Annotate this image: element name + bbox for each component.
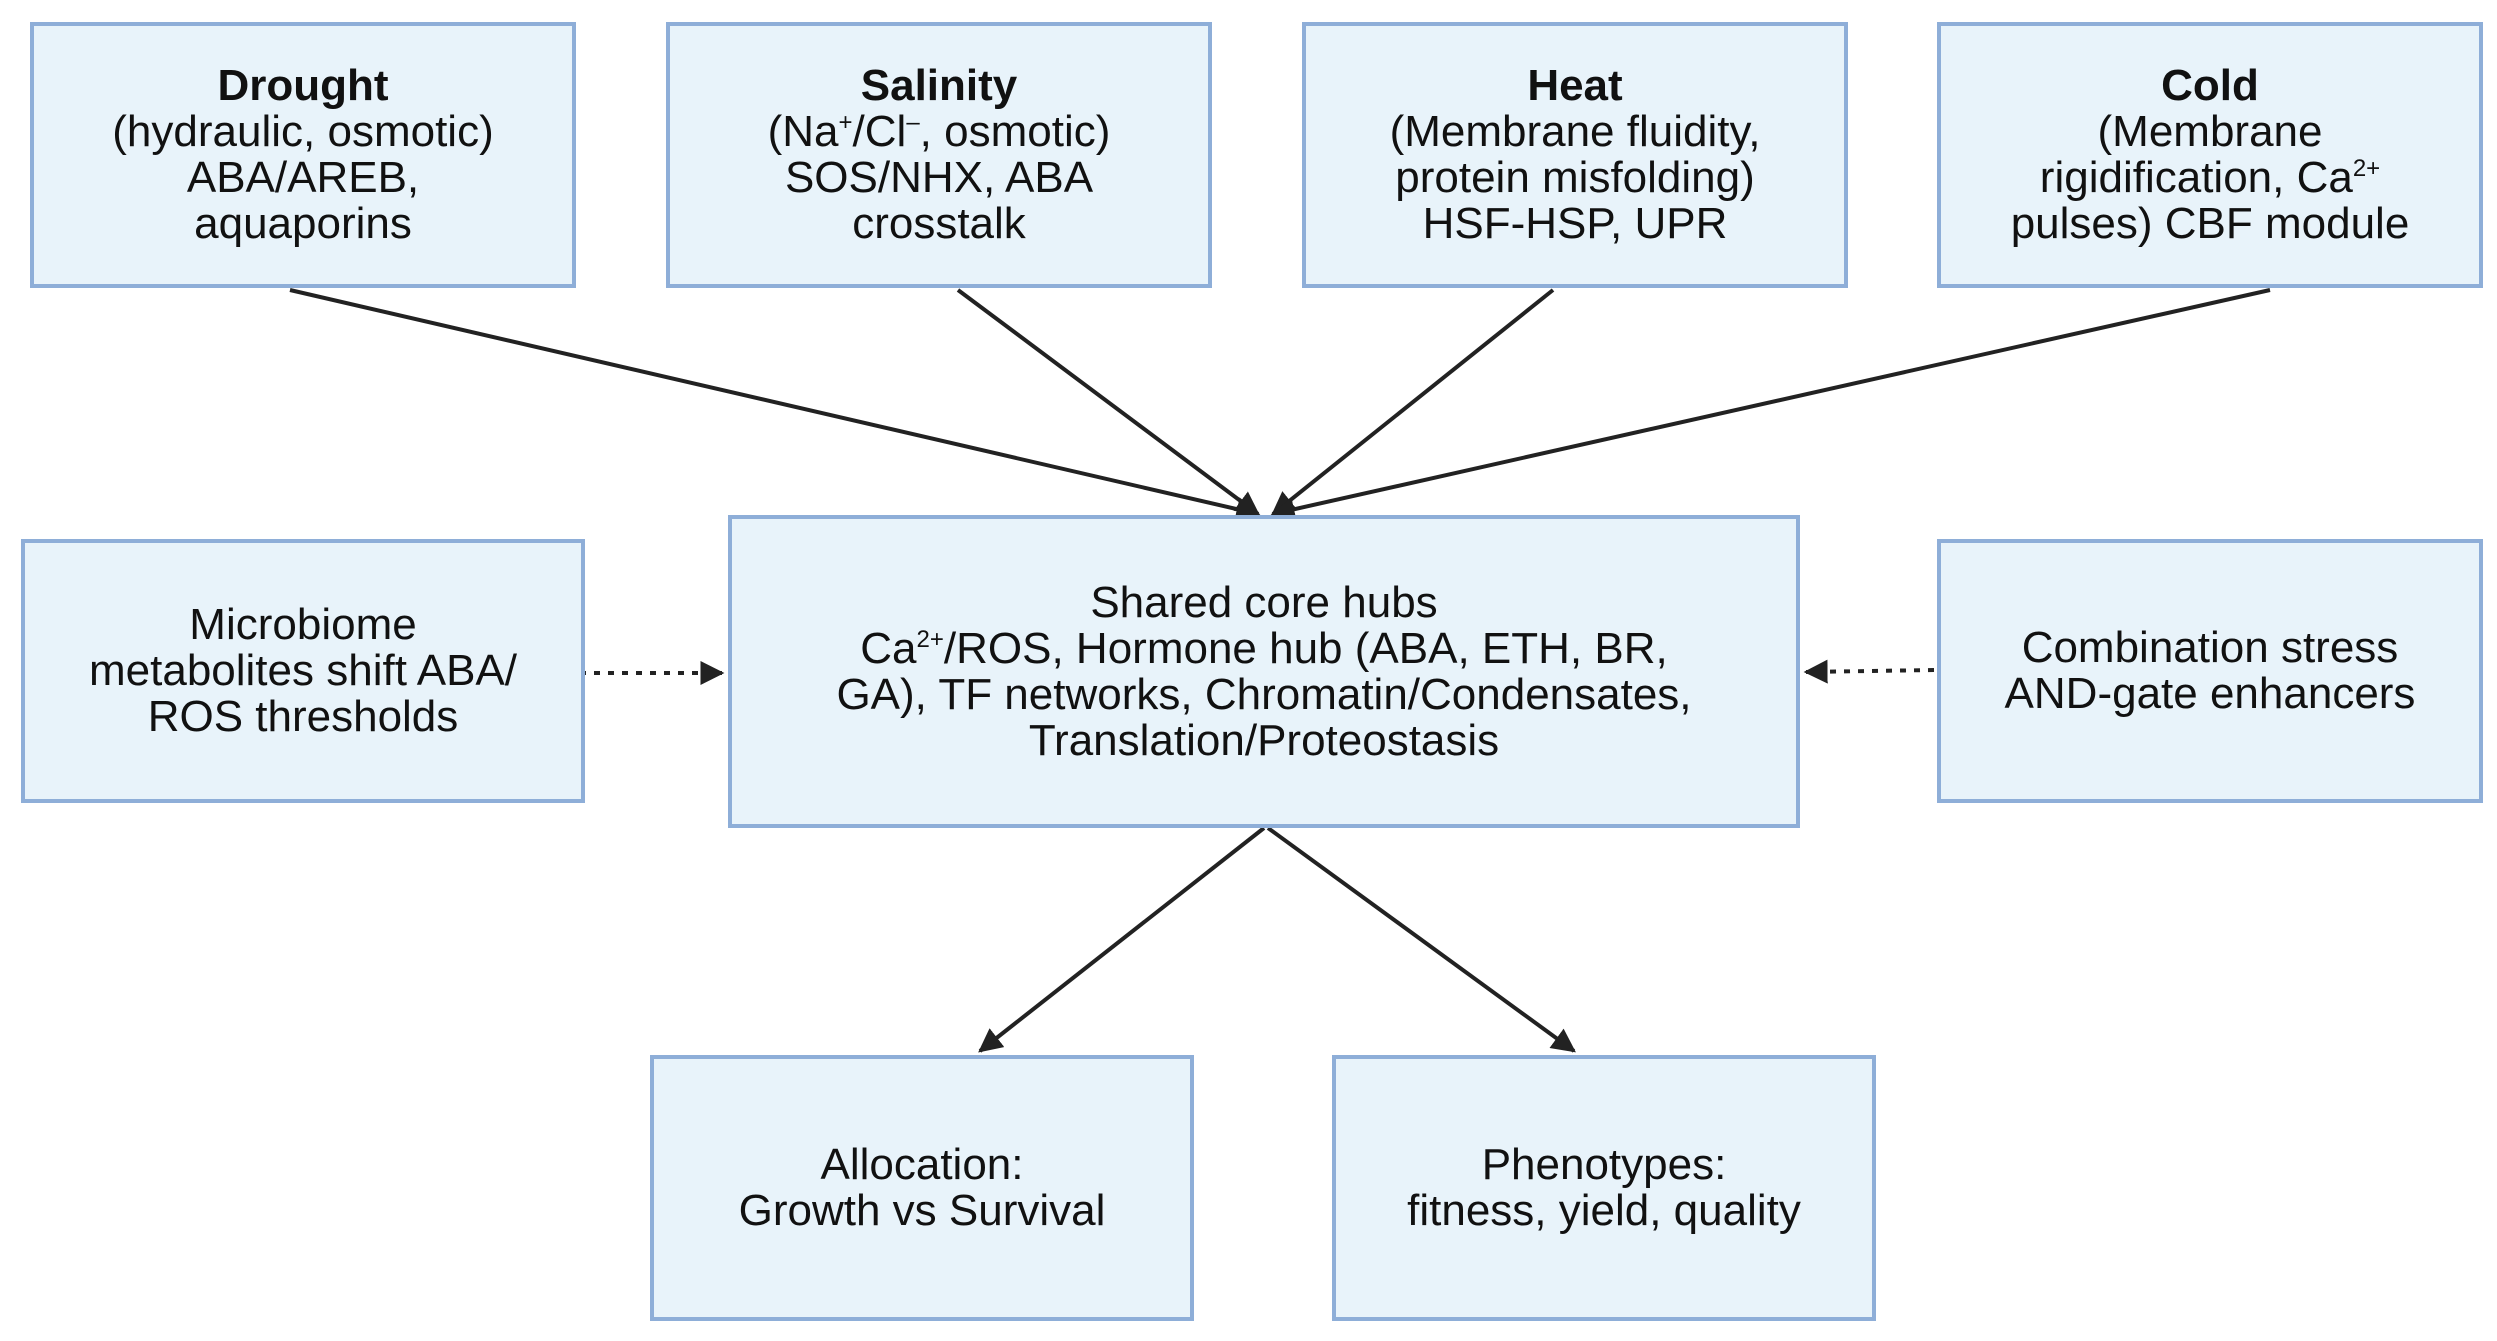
heat-line-3: HSF-HSP, UPR [1422,199,1728,248]
heat-title: Heat [1527,61,1623,110]
edge-heat-to-core [1271,288,1555,516]
phenotypes-node: Phenotypes: fitness, yield, quality [1332,1055,1876,1321]
drought-title: Drought [217,61,389,110]
combination-line-2: AND-gate enhancers [2004,669,2416,718]
allocation-line-2: Growth vs Survival [738,1186,1106,1235]
salinity-line-1-b: /Cl [852,107,907,156]
chloride-charge: – [906,109,920,136]
phenotypes-line-1: Phenotypes: [1481,1140,1727,1189]
calcium-charge: 2+ [2352,155,2381,182]
edge-combination-to-core [1803,659,1935,684]
core-line-4: Translation/Proteostasis [1028,715,1500,765]
combination-stress-node: Combination stress AND-gate enhancers [1937,539,2483,803]
salinity-line-3: crosstalk [852,199,1026,248]
cold-line-2-a: rigidification, Ca [2039,153,2353,202]
salinity-node: Salinity (Na+/Cl–, osmotic) SOS/NHX, ABA… [666,22,1212,288]
combination-line-1: Combination stress [2021,623,2399,672]
allocation-node: Allocation: Growth vs Survival [650,1055,1194,1321]
edge-core-to-phenotypes [1266,826,1576,1053]
heat-line-1: (Membrane fluidity, [1389,107,1761,156]
drought-line-2: ABA/AREB, [186,153,420,202]
drought-line-3: aquaporins [194,199,412,248]
cold-line-2: rigidification, Ca2+ [2040,155,2380,201]
core-line-2-a: Ca [860,623,917,673]
salinity-line-1-a: (Na [767,107,839,156]
salinity-title: Salinity [860,61,1018,110]
sodium-charge: + [838,109,853,136]
microbiome-line-1: Microbiome [189,600,417,649]
cold-node: Cold (Membrane rigidification, Ca2+ puls… [1937,22,2483,288]
drought-node: Drought (hydraulic, osmotic) ABA/AREB, a… [30,22,576,288]
microbiome-line-2: metabolites shift ABA/ [89,646,517,695]
core-line-1: Shared core hubs [1090,577,1438,627]
salinity-line-2: SOS/NHX, ABA [784,153,1094,202]
edge-core-to-allocation [978,826,1266,1053]
salinity-line-1: (Na+/Cl–, osmotic) [768,109,1111,155]
core-line-3: GA), TF networks, Chromatin/Condensates, [836,669,1692,719]
drought-line-1: (hydraulic, osmotic) [112,107,494,156]
allocation-line-1: Allocation: [820,1140,1024,1189]
salinity-line-1-c: , osmotic) [919,107,1111,156]
heat-node: Heat (Membrane fluidity, protein misfold… [1302,22,1848,288]
edge-salinity-to-core [956,288,1260,516]
core-line-2-b: /ROS, Hormone hub (ABA, ETH, BR, [943,623,1668,673]
cold-line-3: pulses) CBF module [2010,199,2410,248]
cold-title: Cold [2161,61,2259,110]
phenotypes-line-2: fitness, yield, quality [1407,1186,1801,1235]
microbiome-line-3: ROS thresholds [147,692,459,741]
edge-drought-to-core [289,288,1261,521]
microbiome-node: Microbiome metabolites shift ABA/ ROS th… [21,539,585,803]
edge-cold-to-core [1270,288,2271,521]
core-calcium-charge: 2+ [916,625,944,653]
heat-line-2: protein misfolding) [1395,153,1755,202]
core-hubs-node: Shared core hubs Ca2+/ROS, Hormone hub (… [728,515,1800,828]
core-line-2: Ca2+/ROS, Hormone hub (ABA, ETH, BR, [860,623,1668,673]
cold-line-1: (Membrane [2097,107,2323,156]
